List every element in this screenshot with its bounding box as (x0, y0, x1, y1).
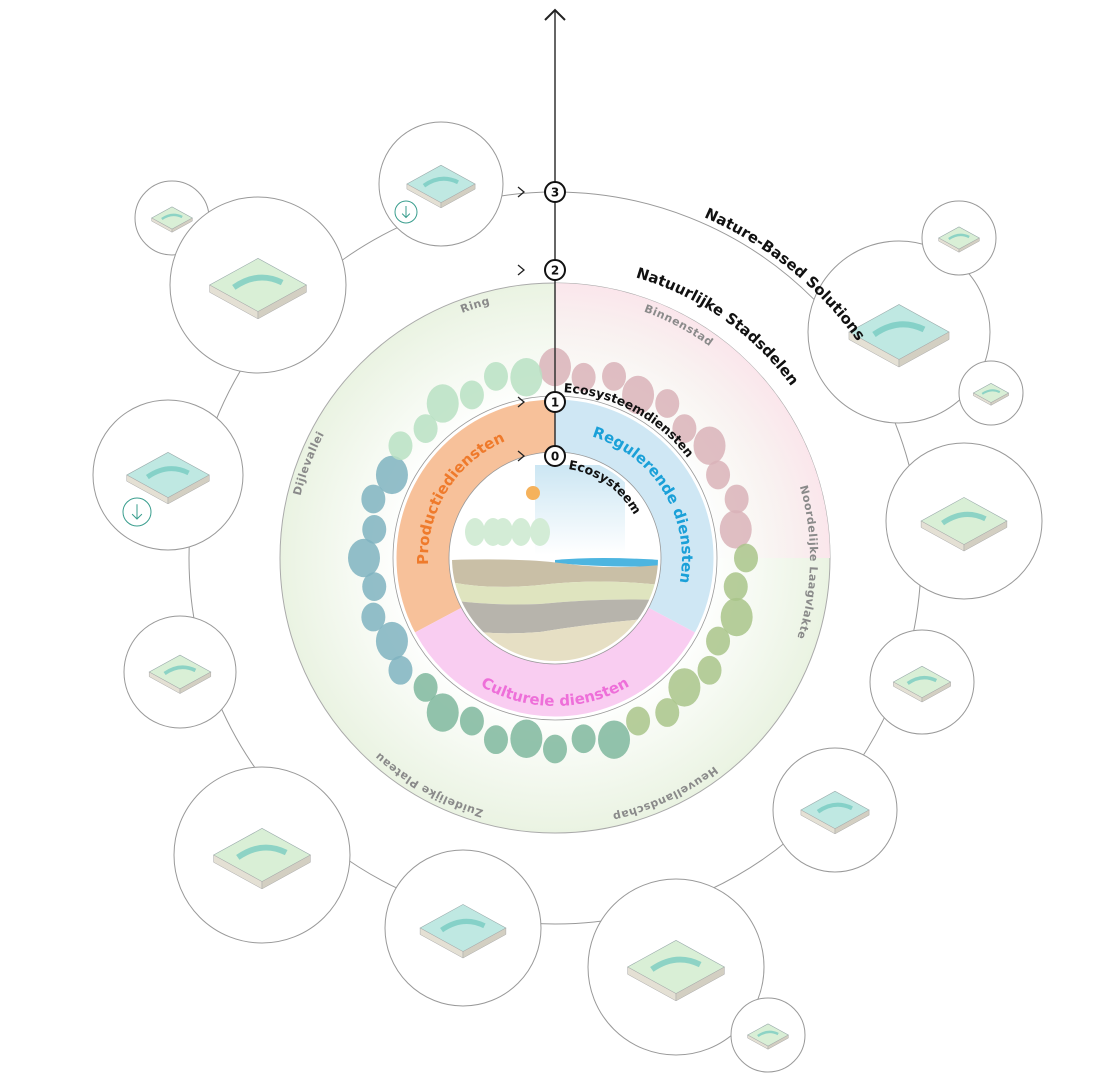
nbs-vignettes (92, 121, 1043, 1073)
level-1-marker: 1 (517, 391, 566, 413)
tree-icon (734, 543, 758, 573)
level-2-marker: 2 (517, 259, 566, 281)
tree-icon (706, 626, 731, 656)
tree-icon (388, 655, 413, 685)
tree-icon (361, 602, 386, 632)
nbs-vignette[interactable] (869, 629, 975, 735)
tree-icon (362, 572, 387, 602)
tree-icon (459, 380, 484, 410)
tree-icon (413, 414, 438, 443)
tree-icon (723, 572, 748, 602)
level-3-marker: 3 (517, 181, 566, 203)
ecosystem-core (448, 451, 662, 665)
tree-icon (720, 597, 753, 637)
tree-icon (361, 484, 386, 514)
tree-icon (571, 362, 596, 392)
tree-icon (459, 706, 484, 736)
arrow-right-icon (517, 186, 526, 198)
tree-icon (724, 484, 749, 514)
level-0-marker: 0 (517, 445, 566, 467)
tree-icon (388, 431, 413, 461)
sun-icon (526, 486, 540, 500)
arrow-right-icon (517, 264, 526, 276)
soil-layer-3 (452, 599, 658, 634)
nbs-vignette[interactable] (958, 360, 1024, 426)
nbs-vignette[interactable] (173, 766, 351, 944)
water (555, 558, 658, 567)
tree-icon (510, 719, 543, 758)
tree-icon (668, 668, 701, 707)
nbs-vignette[interactable] (169, 196, 347, 374)
tree-icon (426, 384, 459, 423)
tree-icon (375, 455, 408, 495)
nbs-vignette[interactable] (123, 615, 237, 729)
tree-icon (510, 358, 543, 397)
soil-layer-2 (452, 581, 658, 605)
soil-layer-1 (452, 559, 658, 587)
trees (465, 518, 550, 546)
arrow-down-icon (122, 497, 152, 527)
nbs-vignette[interactable] (587, 878, 765, 1056)
tree-icon (626, 706, 651, 736)
nbs-vignette[interactable] (807, 240, 991, 424)
arrow-down-icon (394, 200, 418, 224)
tree-icon (483, 725, 508, 755)
tree-icon (348, 538, 380, 578)
level-number: 2 (551, 264, 559, 278)
nbs-vignette[interactable] (730, 997, 806, 1073)
level-number: 1 (551, 396, 559, 410)
nbs-vignette[interactable] (378, 121, 504, 247)
rain-sky (535, 465, 625, 555)
tree-icon (571, 724, 596, 754)
tree-icon (719, 510, 752, 549)
nbs-vignette[interactable] (885, 442, 1043, 600)
tree-icon (598, 720, 631, 759)
production-services-segment[interactable] (395, 398, 555, 634)
ecosystem-services-ring (392, 395, 718, 721)
level-axis (544, 8, 566, 456)
tree-icon (602, 361, 627, 391)
arrow-right-icon (517, 450, 526, 462)
arrow-right-icon (517, 396, 526, 408)
arrow-up-icon (544, 8, 566, 21)
tree-icon (706, 460, 731, 490)
nbs-vignette[interactable] (921, 200, 997, 276)
tree-icon (655, 698, 680, 727)
nbs-vignette[interactable] (772, 747, 898, 873)
tree-icon (483, 361, 508, 391)
landscape-illustrations (348, 347, 758, 764)
tree-icon (543, 734, 567, 764)
regulating-services-segment[interactable] (555, 398, 716, 634)
nbs-vignette[interactable] (92, 399, 244, 551)
cultural-services-segment[interactable] (413, 607, 697, 718)
tree-icon (693, 426, 726, 465)
level-number: 0 (551, 450, 559, 464)
tree-icon (413, 673, 438, 702)
tree-icon (362, 514, 387, 544)
tree-icon (672, 414, 697, 443)
tree-icon (697, 655, 722, 685)
tree-icon (375, 621, 408, 661)
nbs-vignette[interactable] (384, 849, 542, 1007)
tree-icon (622, 375, 655, 415)
level-number: 3 (551, 186, 559, 200)
tree-icon (655, 389, 680, 418)
tree-icon (426, 693, 459, 732)
